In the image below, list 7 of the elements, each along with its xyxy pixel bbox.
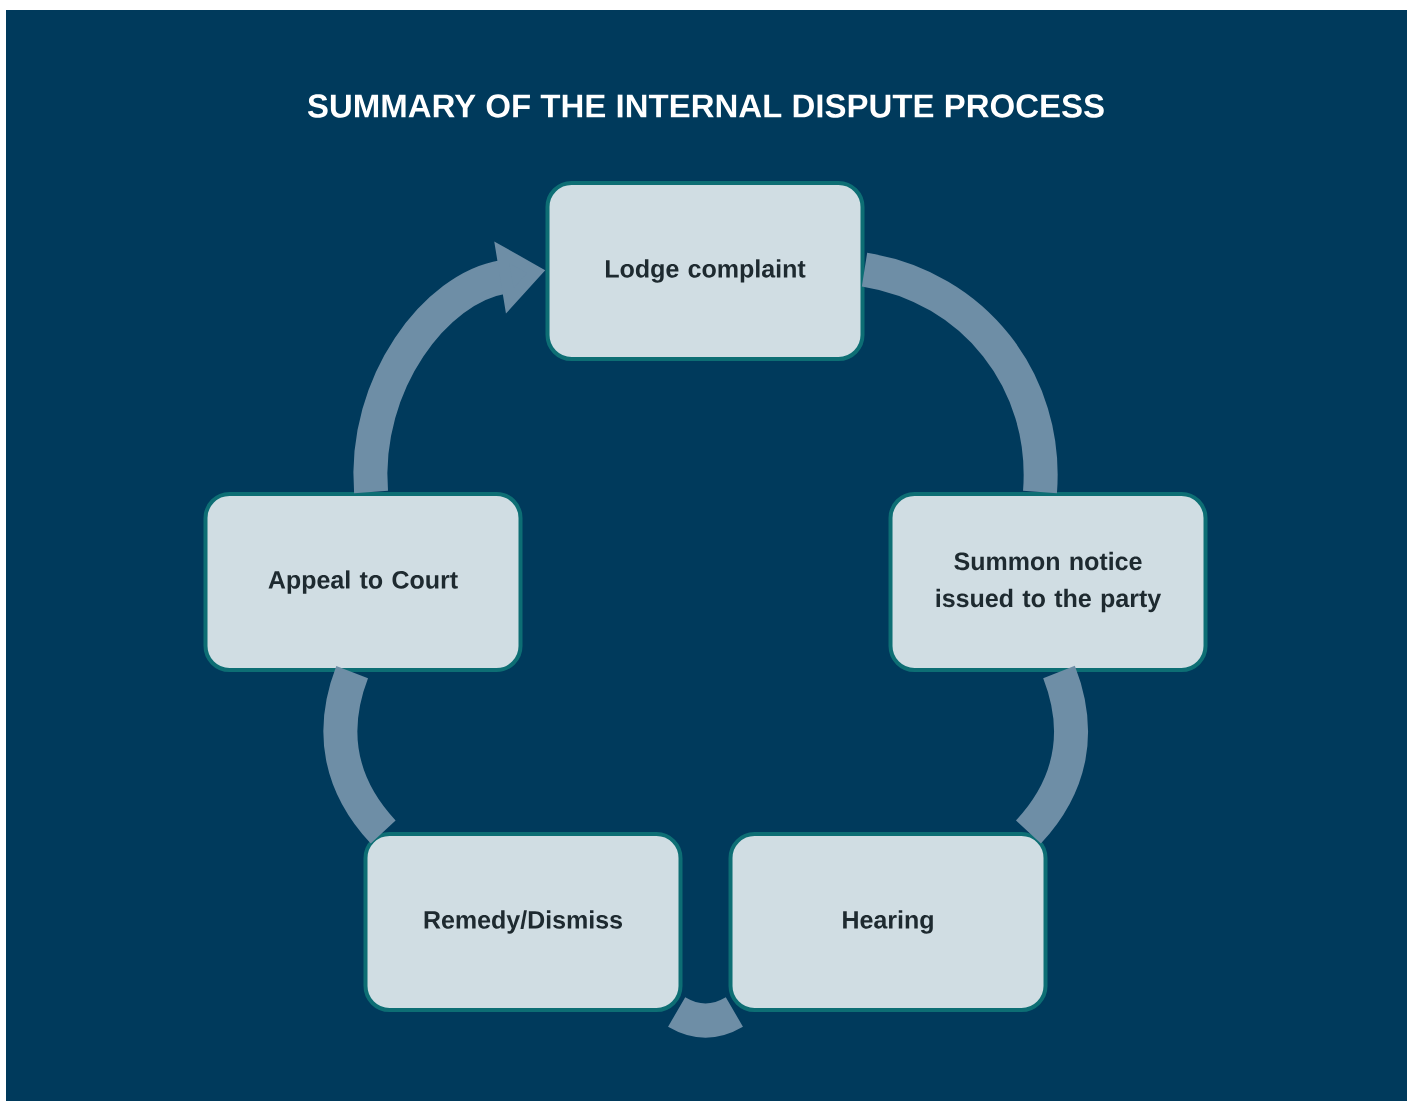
process-box: Hearing <box>728 832 1048 1012</box>
process-box: Summon notice issued to the party <box>888 492 1208 672</box>
process-box: Remedy/Dismiss <box>363 832 683 1012</box>
connector <box>668 997 743 1038</box>
process-box: Lodge complaint <box>545 181 865 361</box>
process-box: Appeal to Court <box>203 492 523 672</box>
title: SUMMARY OF THE INTERNAL DISPUTE PROCESS <box>307 94 1104 118</box>
